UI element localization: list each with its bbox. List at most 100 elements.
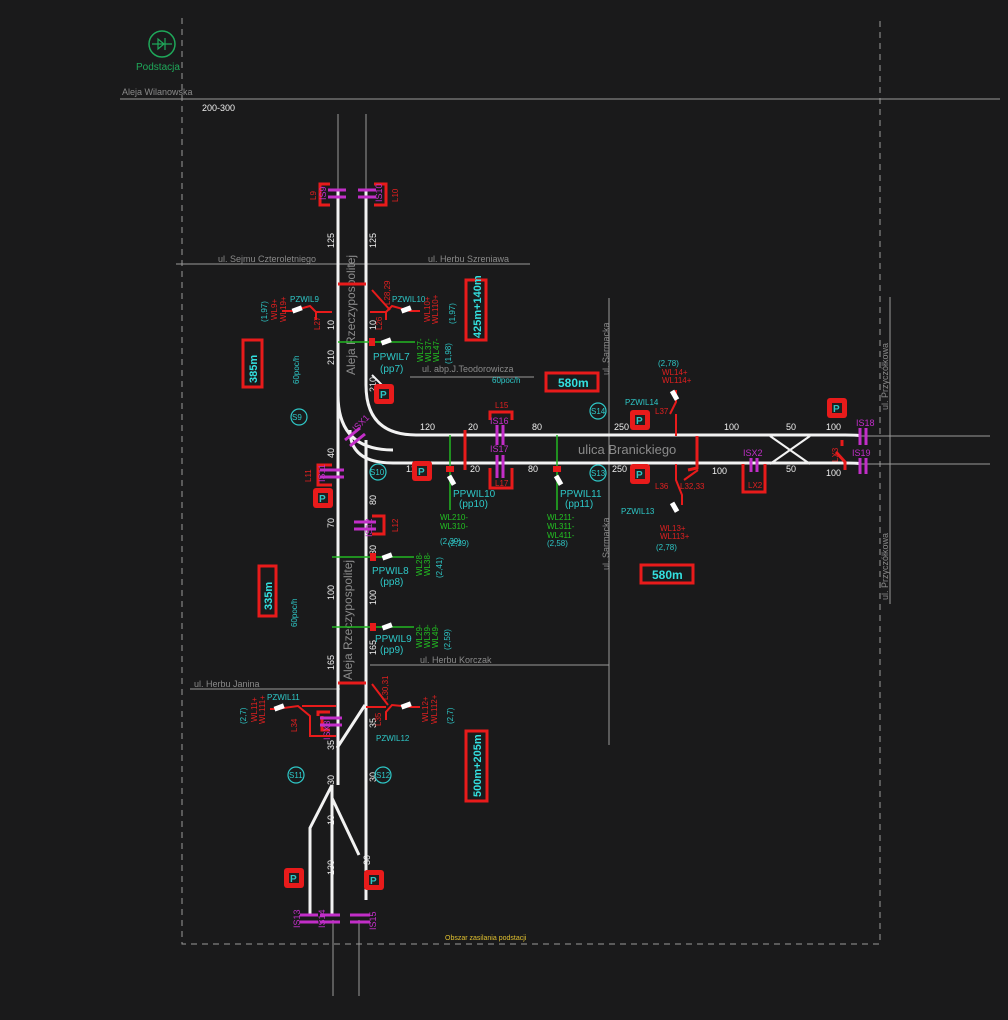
svg-text:WL411-: WL411-: [547, 531, 575, 540]
svg-text:PPWIL10: PPWIL10: [453, 489, 496, 500]
svg-text:S9: S9: [292, 413, 302, 422]
svg-text:30: 30: [326, 775, 336, 785]
svg-text:L32,33: L32,33: [680, 482, 705, 491]
svg-text:(2,41): (2,41): [435, 557, 444, 578]
svg-text:100: 100: [826, 422, 841, 432]
svg-text:PZWIL11: PZWIL11: [267, 693, 300, 702]
svg-text:125: 125: [368, 233, 378, 248]
street-rzeczypospolitej-bottom: Aleja Rzeczypospolitej: [341, 560, 355, 680]
svg-text:L35: L35: [374, 712, 383, 726]
svg-text:(2,7): (2,7): [446, 707, 455, 724]
svg-text:PZWIL12: PZWIL12: [376, 734, 410, 743]
svg-text:210: 210: [326, 350, 336, 365]
svg-text:WL114+: WL114+: [662, 376, 692, 385]
svg-text:WL49-: WL49-: [431, 624, 440, 648]
svg-text:WL111+: WL111+: [258, 695, 267, 724]
svg-text:580m: 580m: [558, 376, 589, 390]
svg-text:WL37-: WL37-: [424, 338, 433, 362]
svg-text:WL11+: WL11+: [250, 697, 259, 722]
svg-text:WL110+: WL110+: [431, 294, 440, 324]
street-szreniawa: ul. Herbu Szreniawa: [428, 254, 509, 264]
svg-text:20: 20: [468, 422, 478, 432]
parking-box: P: [313, 488, 333, 508]
svg-text:50: 50: [786, 464, 796, 474]
length-box-6: 500m+205m: [464, 729, 489, 803]
svg-text:L9: L9: [309, 191, 318, 200]
svg-text:P: P: [636, 470, 643, 481]
svg-text:IS17: IS17: [490, 444, 509, 454]
svg-text:10: 10: [326, 320, 336, 330]
disconnector-is14: IS14: [317, 909, 340, 928]
svg-text:(2,39): (2,39): [440, 537, 461, 546]
disconnector-isx3: ISX3: [316, 710, 342, 740]
street-korczak: ul. Herbu Korczak: [420, 655, 492, 665]
substation-area-boundary: [181, 16, 881, 945]
svg-text:P: P: [380, 390, 387, 401]
svg-text:PZWIL9: PZWIL9: [290, 295, 319, 304]
parking-box: P: [284, 868, 304, 888]
svg-text:WL10+: WL10+: [423, 296, 432, 322]
svg-text:WL28-: WL28-: [415, 552, 424, 576]
svg-text:(2,39): (2,39): [448, 539, 469, 548]
svg-text:IS19: IS19: [852, 448, 871, 458]
distance-labels: 125 125 10 10 210 210 40 70 80 30 100 10…: [326, 233, 841, 875]
feeder-ppwil11: PPWIL11 (pp11) WL211- WL311- WL411- (2,5…: [547, 435, 602, 548]
svg-text:WL47-: WL47-: [432, 338, 441, 362]
svg-text:WL9+: WL9+: [270, 299, 279, 320]
parking-box: P: [364, 870, 384, 890]
svg-text:165: 165: [368, 640, 378, 655]
svg-text:IS16: IS16: [490, 416, 509, 426]
svg-text:(2,59): (2,59): [443, 629, 452, 650]
svg-text:IS10: IS10: [374, 183, 384, 202]
svg-text:130: 130: [326, 860, 336, 875]
feeder-ppwil9: PPWIL9 (pp9) WL29- WL39- WL49- (2,59): [332, 622, 452, 656]
section-s12: S12: [374, 766, 392, 784]
street-sarmacka-top: ul. Sarmacka: [601, 322, 611, 375]
svg-text:80: 80: [528, 464, 538, 474]
svg-text:IS13: IS13: [292, 909, 302, 928]
svg-text:L27: L27: [313, 316, 322, 330]
svg-text:425m+140m: 425m+140m: [472, 275, 484, 338]
svg-text:WL38-: WL38-: [423, 552, 432, 576]
svg-text:335m: 335m: [263, 582, 275, 610]
svg-text:LX2: LX2: [748, 481, 763, 490]
svg-text:PZWIL10: PZWIL10: [392, 295, 426, 304]
svg-text:WL112+: WL112+: [430, 694, 439, 724]
disconnector-is12: IS12 L12: [354, 514, 400, 537]
street-przyczolkowa-bottom: ul. Przyczółkowa: [880, 533, 890, 600]
svg-text:PZWIL14: PZWIL14: [625, 398, 659, 407]
disconnector-isx2: ISX2 LX2: [741, 448, 767, 494]
frequency-label-3: 60poc/h: [290, 599, 299, 627]
svg-text:S10: S10: [370, 468, 385, 477]
substation-icon: [148, 30, 176, 58]
disconnector-is15: IS15: [350, 911, 378, 930]
svg-text:10: 10: [368, 320, 378, 330]
street-teodorowicza: ul. abp.J.Teodorowicza: [422, 364, 514, 374]
svg-text:S11: S11: [289, 771, 303, 780]
street-aleja-wilanowska: Aleja Wilanowska: [122, 87, 193, 97]
street-rzeczypospolitej-top: Aleja Rzeczypospolitej: [344, 255, 358, 375]
svg-text:L26: L26: [375, 316, 384, 330]
disconnector-is18: IS18: [856, 418, 875, 445]
section-s11: S11: [287, 766, 305, 784]
feeder-ppwil10: PPWIL10 (pp10) WL210- WL310- (2,39): [440, 435, 496, 546]
svg-text:100: 100: [724, 422, 739, 432]
svg-text:WL27-: WL27-: [416, 338, 425, 362]
svg-text:L15: L15: [495, 401, 509, 410]
svg-text:385m: 385m: [248, 355, 260, 383]
svg-text:WL311-: WL311-: [547, 522, 575, 531]
svg-text:WL310-: WL310-: [440, 522, 468, 531]
disconnector-is16: IS16 L15: [488, 401, 514, 445]
svg-text:P: P: [319, 494, 326, 505]
svg-text:80: 80: [532, 422, 542, 432]
street-sejmu: ul. Sejmu Czteroletniego: [218, 254, 316, 264]
range-label: 200-300: [202, 103, 235, 113]
svg-text:125: 125: [326, 233, 336, 248]
disconnector-is17: IS17 L17: [488, 444, 514, 490]
svg-text:(2,78): (2,78): [656, 543, 677, 552]
svg-text:L37: L37: [655, 407, 669, 416]
svg-text:165: 165: [326, 655, 336, 670]
disconnector-is19: IS19 LX3: [831, 440, 871, 474]
svg-text:100: 100: [326, 585, 336, 600]
